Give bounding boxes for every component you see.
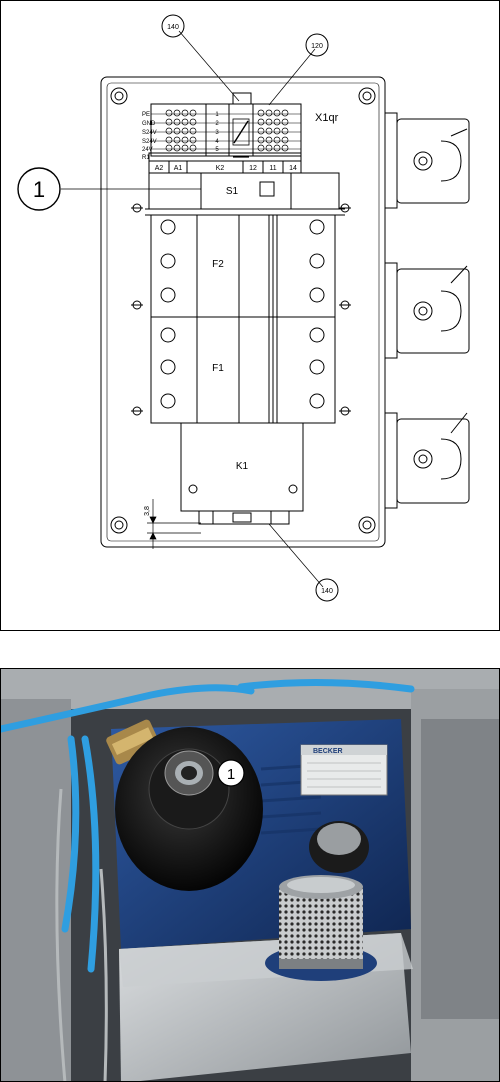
wiring-diagram-panel: 140 120 140 X1qr PE GND S24V S24V 24V 1 … (0, 0, 500, 631)
switch-label: S1 (226, 186, 239, 197)
terminal-label: S24V (142, 130, 157, 136)
terminal-number: 5 (215, 147, 219, 153)
terminal-label: S24V (142, 139, 157, 145)
inlet-filter (265, 875, 377, 981)
relay-pin-12: 12 (249, 165, 257, 172)
relay-pin-14: 14 (289, 165, 297, 172)
nameplate: BECKER (301, 745, 387, 795)
terminal-block-x1qr (151, 93, 301, 156)
terminal-number: 3 (215, 130, 219, 136)
relay-pin-a2: A2 (155, 165, 164, 172)
relay-k2 (149, 161, 301, 173)
fuse-label-f1: F1 (212, 363, 224, 374)
fuse-blocks (151, 215, 335, 423)
leader-lines (61, 31, 323, 587)
dimension-3-8 (147, 499, 201, 549)
enclosure-drawing: 140 120 140 X1qr PE GND S24V S24V 24V 1 … (1, 1, 500, 631)
photo-item-callout-number: 1 (227, 766, 235, 783)
terminal-block-name: X1qr (315, 112, 339, 124)
relay-pin-11: 11 (269, 165, 276, 172)
switch-s1 (149, 173, 339, 209)
r1-label: R1 (142, 155, 150, 161)
exhaust-cone (115, 727, 263, 891)
pump-photo: BECKER (1, 669, 500, 1082)
contactor-label: K1 (236, 461, 249, 472)
fuse-label-f2: F2 (212, 259, 224, 270)
terminal-number: 1 (215, 112, 219, 118)
terminal-number: 4 (215, 139, 219, 145)
mounting-lugs (131, 204, 351, 415)
photo-item-callout: 1 (218, 760, 244, 786)
callout-140-top-label: 140 (167, 24, 179, 31)
contactor-k1 (181, 423, 303, 524)
relay-label-k2: K2 (216, 165, 225, 172)
callout-120-label: 120 (311, 43, 323, 50)
cable-glands (385, 113, 469, 508)
terminal-number: 2 (215, 121, 219, 127)
terminal-label: GND (142, 121, 156, 127)
relay-pin-a1: A1 (174, 165, 183, 172)
terminal-label: 24V (142, 147, 153, 153)
terminal-label: PE (142, 112, 150, 118)
dimension-label: 3,8 (144, 506, 151, 516)
nameplate-brand: BECKER (313, 748, 343, 755)
r1-bar (149, 153, 301, 161)
pump-photo-panel: BECKER (0, 668, 500, 1082)
callout-140-bottom-label: 140 (321, 588, 333, 595)
gauge-cylinder (309, 821, 369, 873)
item-callout-number: 1 (33, 177, 45, 202)
